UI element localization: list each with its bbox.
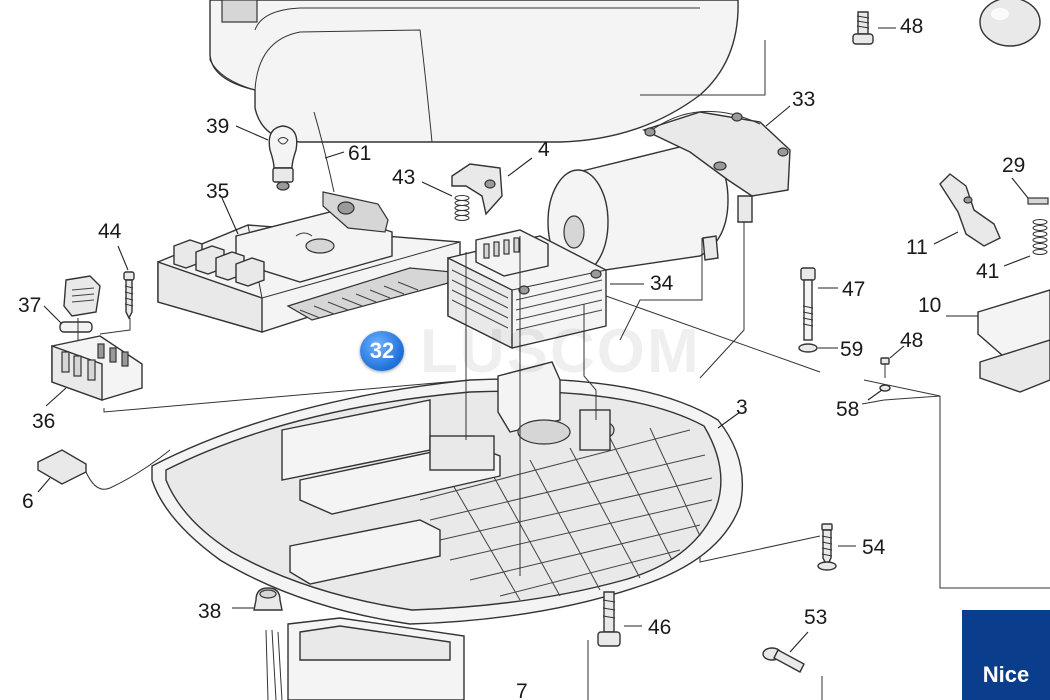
screw-53 (762, 631, 809, 673)
callout-35: 35 (206, 180, 229, 203)
callout-36: 36 (32, 410, 55, 433)
screw-48-small (867, 345, 905, 401)
watermark-text: LUSCOM (420, 317, 701, 386)
watermark-badge: 32 (360, 331, 404, 371)
transformer-part (447, 229, 644, 350)
callout-59: 59 (840, 338, 863, 361)
callout-41: 41 (976, 260, 999, 283)
callout-48-top: 48 (900, 15, 923, 38)
callout-54: 54 (862, 536, 886, 559)
callout-61: 61 (348, 142, 371, 165)
screw-46 (597, 591, 642, 647)
spring-part (421, 181, 470, 221)
callout-58: 58 (836, 398, 859, 421)
bulb-part (235, 125, 298, 191)
callout-4: 4 (538, 138, 550, 161)
grommet-38 (232, 587, 283, 611)
connector-part (451, 157, 533, 216)
callout-labels: 48 33 39 61 4 43 35 29 11 44 34 41 47 37… (18, 15, 1025, 700)
callout-48-small: 48 (900, 329, 923, 352)
callout-53: 53 (804, 606, 827, 629)
callout-43: 43 (392, 166, 415, 189)
connection-lines (465, 222, 1050, 700)
control-board-part (157, 191, 461, 333)
callout-7: 7 (516, 680, 528, 700)
screw-54 (817, 523, 856, 571)
callout-38: 38 (198, 600, 221, 623)
fuse-part (43, 305, 93, 333)
callout-3: 3 (736, 396, 748, 419)
spring-41 (1003, 219, 1048, 267)
callout-46: 46 (648, 616, 671, 639)
lever-part (933, 173, 1001, 247)
callout-47: 47 (842, 278, 865, 301)
screw-44 (117, 245, 135, 320)
screw-48-top (852, 11, 896, 45)
plate-part (946, 289, 1050, 393)
callout-34: 34 (650, 272, 674, 295)
callout-11: 11 (906, 236, 928, 259)
terminal-block-part (45, 335, 143, 407)
callout-33: 33 (792, 88, 815, 111)
callout-10: 10 (918, 294, 941, 317)
callout-39: 39 (206, 115, 229, 138)
terminal-cover-part (63, 275, 101, 317)
pin-29 (1011, 177, 1049, 205)
base-part (151, 361, 744, 625)
callout-44: 44 (98, 220, 122, 243)
callout-37: 37 (18, 294, 41, 317)
bolt-47 (798, 267, 838, 353)
brand-logo: Nice (962, 610, 1050, 700)
cover-part (209, 0, 766, 143)
callout-6: 6 (22, 490, 34, 513)
knob-part (979, 0, 1041, 47)
callout-29: 29 (1002, 154, 1025, 177)
pad-part (37, 449, 171, 493)
battery-part (265, 617, 465, 700)
motor-part (547, 105, 791, 275)
